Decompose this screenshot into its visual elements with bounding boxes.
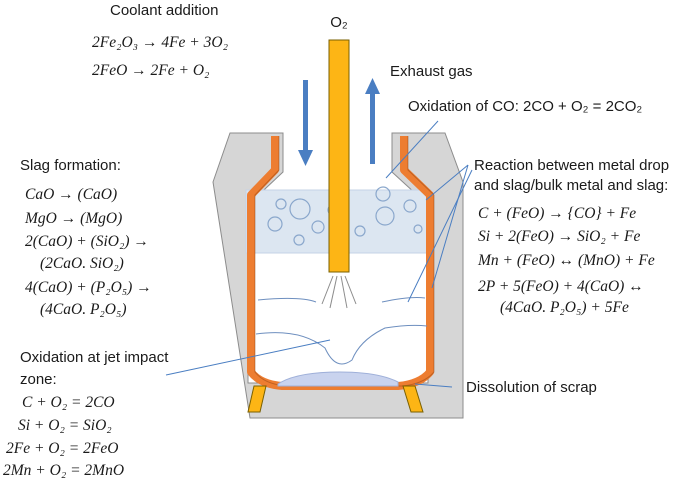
- metal-drop-eq-4: 2P + 5(FeO) + 4(CaO) ↔: [478, 278, 644, 295]
- coolant-arrow: [298, 80, 313, 166]
- o2-label: O₂: [330, 14, 348, 31]
- jet-title-1: Oxidation at jet impact: [20, 349, 169, 366]
- metal-drop-eq-3: Mn + (FeO) ↔ (MnO) + Fe: [477, 252, 655, 269]
- slag-eq-6: (4CaO. P₂O₅): [40, 301, 127, 318]
- coolant-eq-1: 2Fe₂O₃ → 4Fe + 3O₂: [92, 34, 229, 51]
- bottom-tuyere-left: [247, 385, 267, 413]
- jet-title-2: zone:: [20, 371, 57, 388]
- exhaust-gas-label: Exhaust gas: [390, 63, 473, 80]
- slag-eq-4: (2CaO. SiO₂): [40, 255, 124, 272]
- slag-eq-2: MgO → (MgO): [24, 210, 122, 227]
- slag-title: Slag formation:: [20, 157, 121, 174]
- metal-drop-eq-5: (4CaO. P₂O₅) + 5Fe: [500, 299, 629, 316]
- metal-drop-title-2: and slag/bulk metal and slag:: [474, 177, 668, 194]
- bottom-tuyere-right: [402, 385, 424, 413]
- metal-drop-title-1: Reaction between metal drop: [474, 157, 669, 174]
- scrap-label: Dissolution of scrap: [466, 379, 597, 396]
- slag-eq-5: 4(CaO) + (P₂O₅) →: [25, 279, 152, 296]
- slag-eq-1: CaO → (CaO): [25, 186, 117, 203]
- jet-eq-1: C + O₂ = 2CO: [22, 394, 115, 411]
- exhaust-arrow: [365, 78, 380, 164]
- metal-drop-eq-1: C + (FeO) → {CO} + Fe: [478, 205, 636, 222]
- pointer-lines: [165, 120, 473, 388]
- jet-eq-2: Si + O₂ = SiO₂: [18, 417, 112, 434]
- coolant-eq-2: 2FeO → 2Fe + O₂: [92, 62, 210, 79]
- slag-eq-3: 2(CaO) + (SiO₂) →: [25, 233, 149, 250]
- metal-drop-eq-2: Si + 2(FeO) → SiO₂ + Fe: [478, 228, 640, 245]
- coolant-title: Coolant addition: [110, 2, 218, 19]
- jet-eq-3: 2Fe + O₂ = 2FeO: [6, 440, 118, 457]
- co-oxidation-label: Oxidation of CO: 2CO + O₂ = 2CO₂: [408, 98, 642, 115]
- oxygen-lance: [328, 39, 350, 273]
- jet-eq-4: 2Mn + O₂ = 2MnO: [3, 462, 124, 479]
- scrap-pile: [277, 371, 399, 387]
- oxygen-jets: [321, 275, 357, 309]
- bath-surface-lines: [255, 297, 428, 365]
